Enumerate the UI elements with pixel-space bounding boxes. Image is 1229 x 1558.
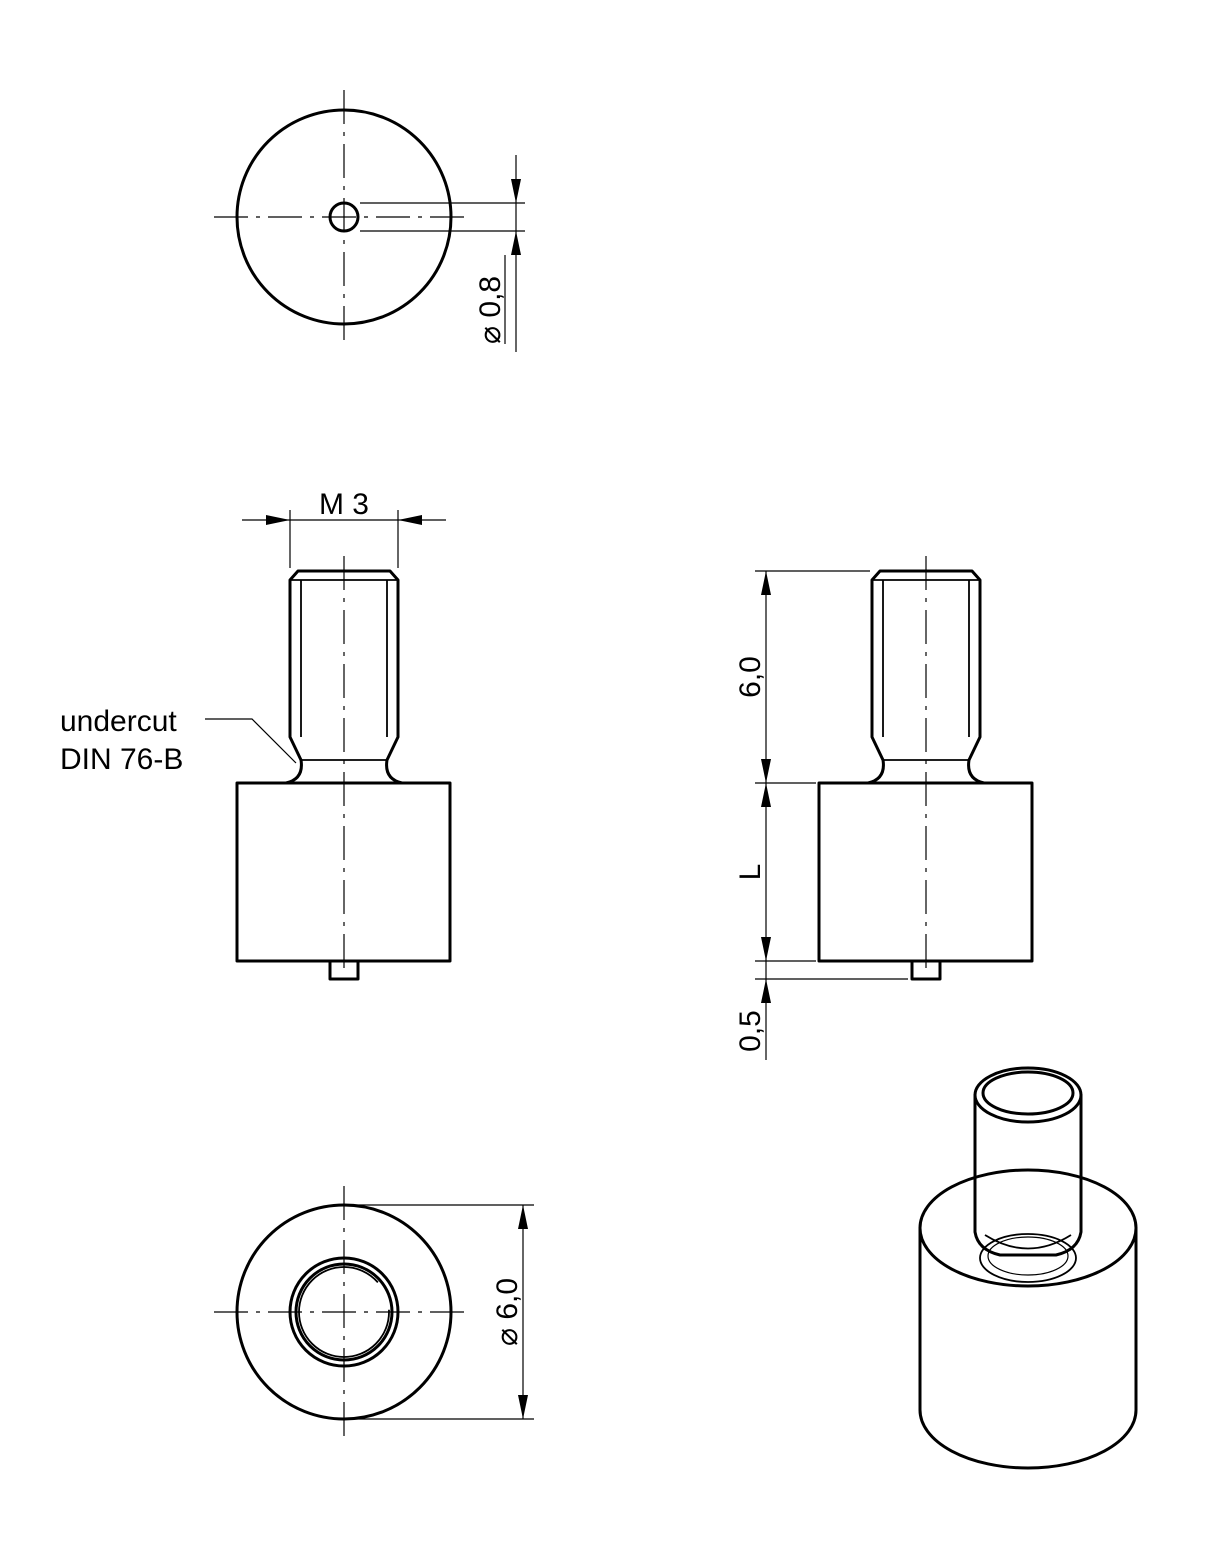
iso-stud-chamfer — [981, 1070, 1075, 1116]
outer-diameter-arrow-bottom — [518, 1395, 528, 1419]
m3-arrow-right — [398, 515, 422, 525]
outer-diameter-label: ⌀ 6,0 — [491, 1278, 524, 1346]
iso-body-top — [918, 1168, 1138, 1288]
thread-length-label: 6,0 — [734, 656, 767, 698]
iso-stud-top — [973, 1066, 1083, 1124]
pin-diameter-arrow-bottom — [511, 231, 521, 255]
body-length-arrow-top — [761, 783, 771, 807]
iso-stud-neck — [984, 1234, 1072, 1250]
body-length-arrow-bottom — [761, 937, 771, 961]
iso-body-side — [918, 1226, 1138, 1470]
top-view: ⌀ 0,8 — [214, 90, 525, 352]
isometric-view — [918, 1066, 1138, 1470]
m3-arrow-left — [266, 515, 290, 525]
bottom-view: ⌀ 6,0 — [214, 1186, 534, 1440]
iso-undercut-ring-inner — [987, 1236, 1069, 1276]
iso-undercut-ring-outer — [979, 1233, 1077, 1283]
undercut-leader — [205, 718, 297, 764]
thread-label: M 3 — [319, 488, 369, 521]
front-view: M 3 undercut DIN 76-B — [60, 488, 452, 981]
iso-stud-side — [973, 1093, 1083, 1257]
body-length-label: L — [734, 864, 767, 881]
pin-diameter-arrow-top — [511, 179, 521, 203]
pin-diameter-label: ⌀ 0,8 — [474, 276, 507, 344]
thread-length-arrow-top — [761, 571, 771, 595]
undercut-note-line1: undercut — [60, 705, 177, 738]
pin-projection-label: 0,5 — [734, 1010, 767, 1052]
pin-projection-arrow — [761, 979, 771, 1003]
thread-length-arrow-bottom — [761, 759, 771, 783]
outer-diameter-arrow-top — [518, 1205, 528, 1229]
undercut-note-line2: DIN 76-B — [60, 743, 183, 776]
side-view: 6,0 L 0,5 — [734, 556, 1034, 1060]
